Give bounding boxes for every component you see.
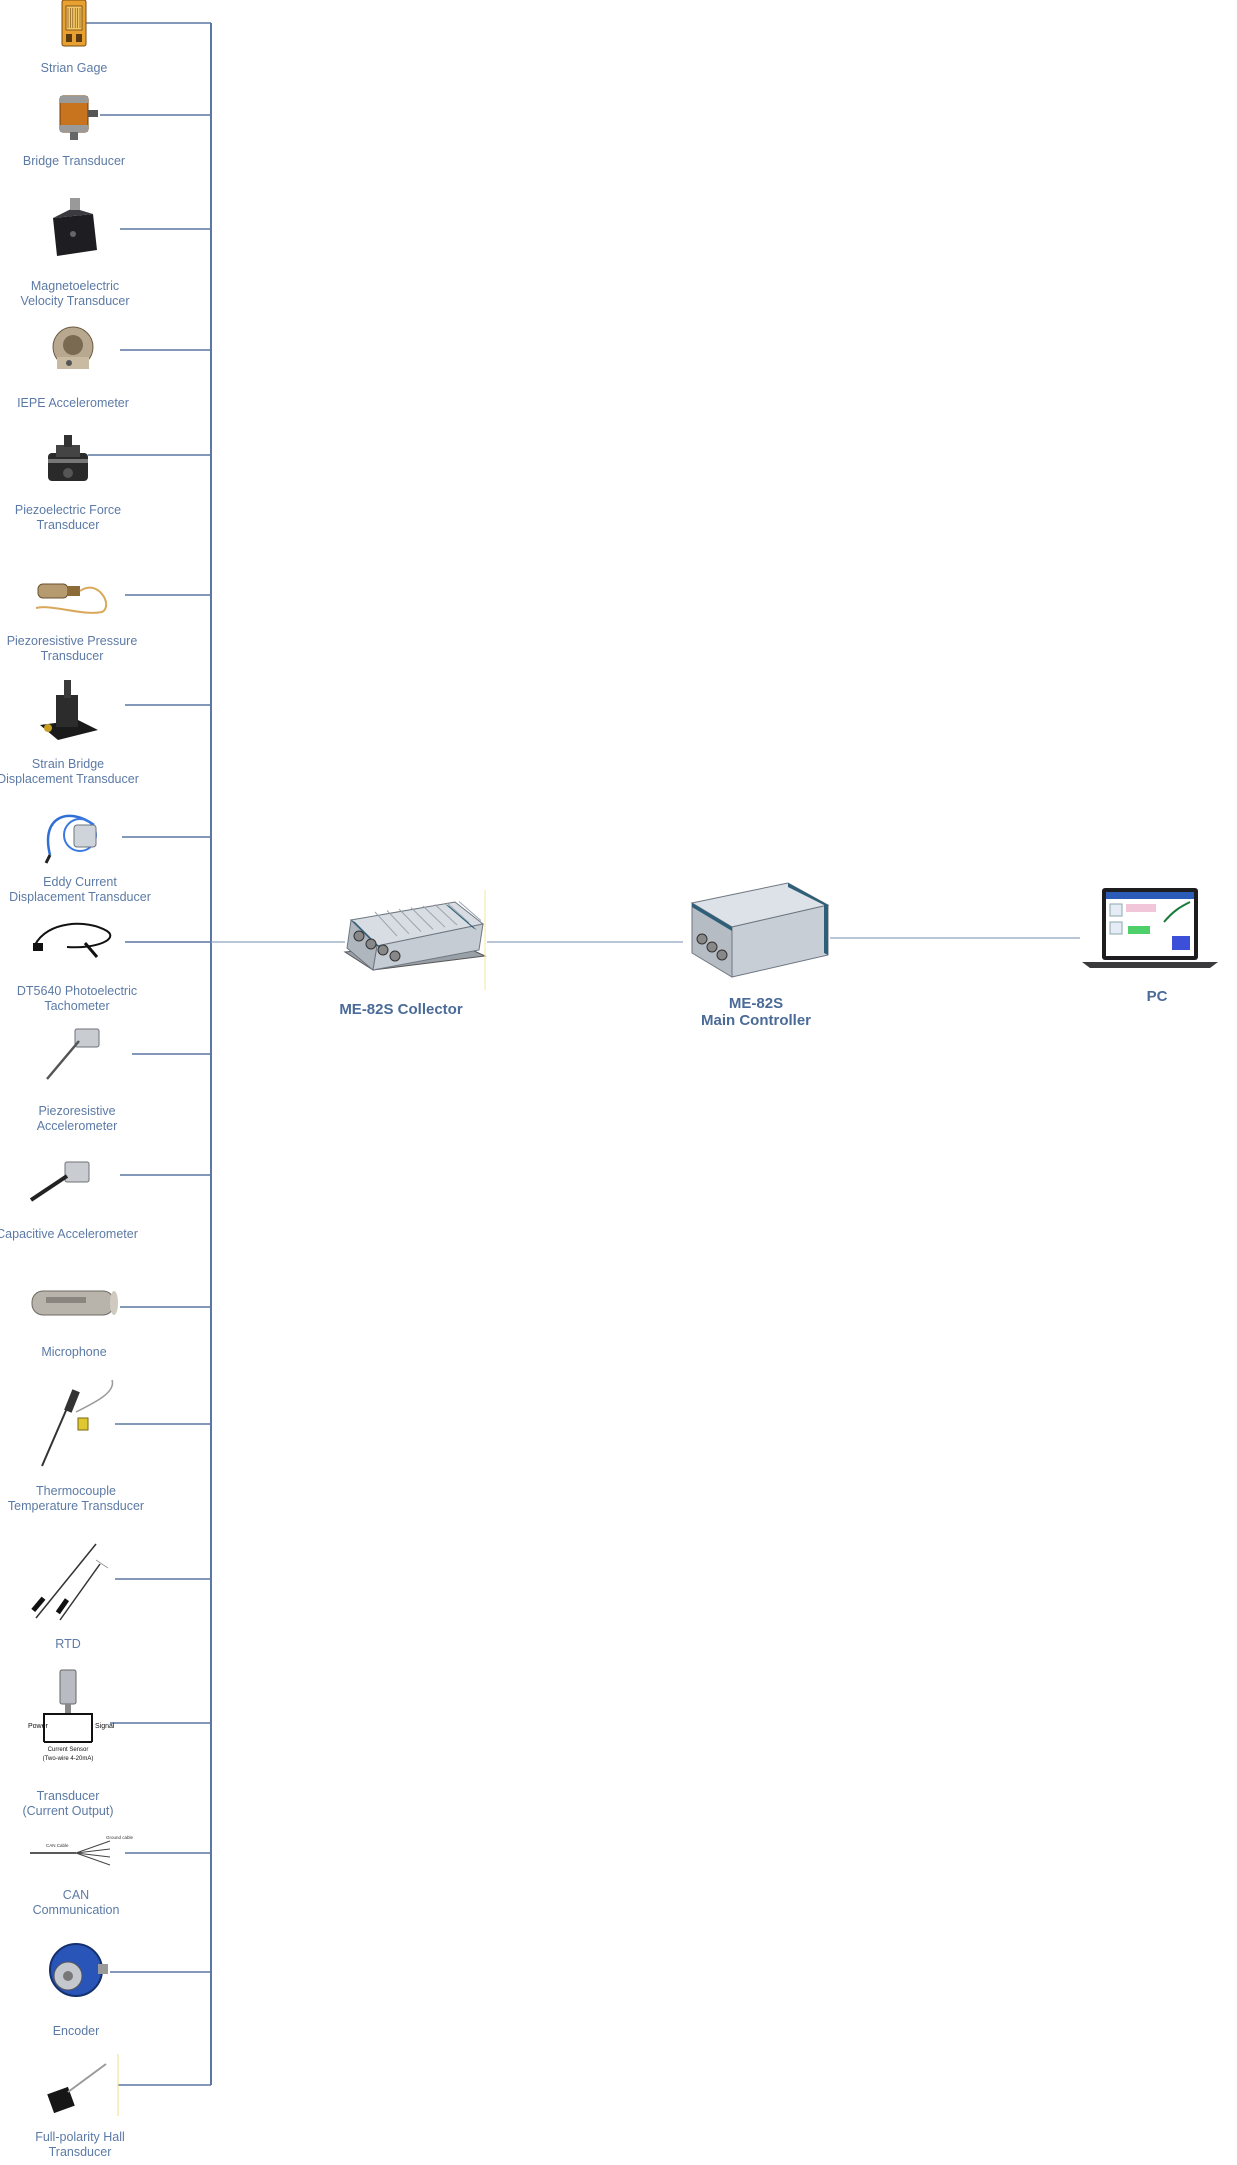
eddy-current-displacement-icon [44,814,97,864]
sensor-label-line: Piezoelectric Force [14,503,122,517]
capacitive-accelerometer-icon [29,1161,90,1202]
sensor-label-line: Communication [32,1903,120,1917]
sensor-label-line: Transducer [36,518,100,532]
pc-label-line: PC [1146,988,1168,1005]
sensor-label-line: DT5640 Photoelectric [16,984,138,998]
sensor-label-line: Temperature Transducer [7,1499,145,1513]
thermocouple-icon [41,1379,114,1467]
can-cable-label: CAN Cable [46,1843,69,1848]
pc-label: PC [1147,988,1168,1005]
sensor-label-line: Displacement Transducer [0,772,139,786]
sensor-label-microphone: Microphone [41,1345,106,1360]
sensor-label-capacitive-accelerometer: Capacitive Accelerometer [0,1227,138,1242]
collector-label: ME-82S Collector [339,1001,462,1018]
strain-bridge-displacement-icon [40,680,98,740]
sensor-label-line: Capacitive Accelerometer [0,1227,138,1241]
sensor-label-line: Transducer [48,2145,112,2159]
strain-gage-icon [61,0,87,47]
sensor-label-line: Velocity Transducer [20,294,130,308]
rtd-icon [31,1543,109,1621]
sensor-label-line: Tachometer [44,999,110,1013]
sensor-label-line: (Current Output) [22,1804,114,1818]
sensor-label-line: Eddy Current [43,875,117,889]
sensor-label-line: Full-polarity Hall [35,2130,125,2144]
can-communication-icon: CAN Cable Ground cable [30,1835,134,1866]
iepe-accelerometer-icon [52,326,94,369]
sensor-label-line: Displacement Transducer [9,890,151,904]
piezoresistive-accelerometer-icon [46,1028,100,1080]
magnetoelectric-velocity-icon [53,198,97,256]
microphone-icon [31,1290,118,1316]
sensor-label-line: RTD [55,1637,81,1651]
sensor-label-current-output-transducer: Transducer(Current Output) [22,1789,113,1819]
photoelectric-tachometer-icon [33,922,112,958]
piezoresistive-pressure-icon [35,583,108,614]
sensor-label-strain-gage: Strian Gage [41,61,108,76]
power-label: Power [28,1723,49,1730]
sensor-label-line: CAN [62,1888,90,1902]
controller-label-line-2: Main Controller [700,1012,812,1029]
controller-icon [690,882,830,978]
sensor-label-line: Encoder [52,2024,100,2038]
sensor-label-line: Magnetoelectric [30,279,120,293]
controller-label: ME-82S Main Controller [701,995,811,1029]
piezoelectric-force-icon [48,435,88,481]
sensor-label-line: Piezoresistive [38,1104,116,1118]
sensor-label-encoder: Encoder [53,2024,100,2039]
sensor-label-line: Bridge Transducer [22,154,126,168]
sensor-label-line: IEPE Accelerometer [17,396,129,410]
hall-transducer-icon [47,2054,119,2116]
sensor-label-bridge-transducer: Bridge Transducer [23,154,125,169]
sensor-label-line: Strian Gage [40,61,108,75]
collector-label-line: ME-82S Collector [339,1001,463,1018]
current-sensor-caption: Current Sensor [48,1747,89,1753]
sensor-label-iepe-accelerometer: IEPE Accelerometer [17,396,129,411]
ground-cable-label: Ground cable [106,1835,134,1840]
sensor-label-line: Thermocouple [36,1484,116,1498]
sensor-label-line: Microphone [41,1345,107,1359]
bridge-transducer-icon [59,95,98,140]
sensor-label-rtd: RTD [55,1637,80,1652]
encoder-icon [49,1943,108,1997]
pc-icon [1082,888,1218,968]
sensor-label-line: Accelerometer [36,1119,118,1133]
sensor-label-line: Transducer [36,1789,100,1803]
current-sensor-caption-2: (Two-wire 4-20mA) [43,1756,94,1762]
signal-label: Signal [95,1723,115,1730]
sensor-label-line: Piezoresistive Pressure [6,634,138,648]
sensor-label-line: Strain Bridge [31,757,105,771]
controller-label-line-1: ME-82S [728,995,784,1012]
collector-icon [343,890,487,990]
sensor-label-line: Transducer [40,649,104,663]
